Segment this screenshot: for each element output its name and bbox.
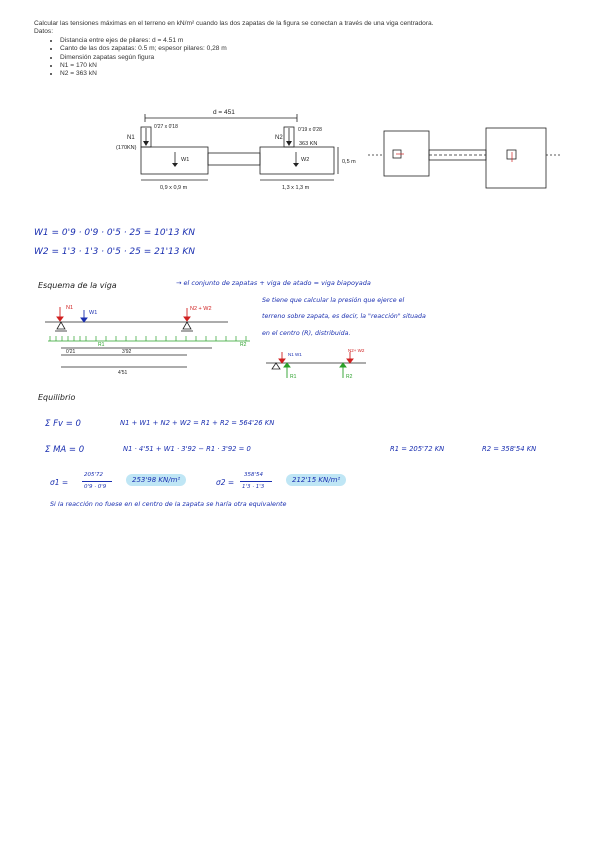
sigma1-fraction-bar bbox=[82, 481, 112, 482]
sigma2-label: σ2 = bbox=[216, 478, 235, 487]
small-n2w2-label: N2+ W2 bbox=[348, 348, 365, 353]
footing1-dim: 0,9 x 0,9 m bbox=[160, 185, 188, 191]
sigma1-numerator: 205'72 bbox=[84, 472, 104, 478]
w2-equation: W2 = 1'3 · 1'3 · 0'5 · 25 = 21'13 KN bbox=[34, 247, 196, 257]
beam-n2w2-label: N2 + W2 bbox=[190, 306, 212, 312]
sum-fv-label: Σ Fv = 0 bbox=[45, 419, 81, 429]
small-r2-label: R2 bbox=[346, 374, 353, 380]
datos-item: N2 = 363 kN bbox=[60, 70, 574, 78]
datos-item: Dimensión zapatas según figura bbox=[60, 54, 574, 62]
n2-value: 363 KN bbox=[299, 141, 317, 147]
sigma1-label: σ1 = bbox=[50, 478, 69, 487]
sum-fv-equation: N1 + W1 + N2 + W2 = R1 + R2 = 564'26 KN bbox=[120, 419, 275, 427]
sigma1-result: 253'98 KN/m² bbox=[126, 474, 187, 486]
beam-r1-label: R1 bbox=[98, 342, 105, 348]
dim-left-top: 0'27 x 0'18 bbox=[154, 124, 178, 130]
beam-r2-label: R2 bbox=[240, 342, 247, 348]
sigma2-result: 212'15 KN/m² bbox=[286, 474, 347, 486]
beam-dim1-label: 0'21 bbox=[66, 349, 76, 355]
sigma1-denominator: 0'9 · 0'9 bbox=[84, 484, 107, 490]
datos-item: N1 = 170 kN bbox=[60, 62, 574, 70]
note-line-3: en el centro (R), distribuida. bbox=[262, 330, 351, 337]
small-n1w1-label: N1 W1 bbox=[288, 352, 302, 357]
sigma2-fraction-bar bbox=[240, 481, 272, 482]
datos-label: Datos: bbox=[34, 28, 54, 36]
n2-label: N2 bbox=[275, 135, 283, 141]
datos-item: Distancia entre ejes de pilares: d = 4.5… bbox=[60, 37, 574, 45]
r1-result: R1 = 205'72 KN bbox=[390, 445, 445, 453]
statement-intro: Calcular las tensiones máximas en el ter… bbox=[34, 20, 434, 27]
equilibrio-title: Equilibrio bbox=[38, 393, 76, 402]
note-line-2: terreno sobre zapata, es decir, la "reac… bbox=[262, 313, 426, 320]
beam-dim2-label: 3'92 bbox=[122, 349, 132, 355]
sigma2-numerator: 358'54 bbox=[244, 472, 264, 478]
problem-statement: Calcular las tensiones máximas en el ter… bbox=[34, 20, 574, 79]
beam-n1-label: N1 bbox=[66, 305, 73, 311]
w1-equation: W1 = 0'9 · 0'9 · 0'5 · 25 = 10'13 KN bbox=[34, 228, 196, 238]
d-label: d = 451 bbox=[213, 109, 235, 116]
canto-label: 0,5 m bbox=[342, 159, 356, 165]
small-r1-label: R1 bbox=[290, 374, 297, 380]
esquema-title: Esquema de la viga bbox=[38, 281, 117, 290]
w1-label: W1 bbox=[181, 157, 189, 163]
n1-value: (170KN) bbox=[116, 145, 137, 151]
final-note: Si la reacción no fuese en el centro de … bbox=[50, 500, 287, 508]
dim-right-top: 0'19 x 0'28 bbox=[298, 127, 322, 133]
w2-label: W2 bbox=[301, 157, 309, 163]
esquema-description: → el conjunto de zapatas + viga de atado… bbox=[176, 279, 371, 287]
note-line-1: Se tiene que calcular la presión que eje… bbox=[262, 297, 405, 304]
footing2-dim: 1,3 x 1,3 m bbox=[282, 185, 310, 191]
sum-ma-label: Σ MA = 0 bbox=[45, 445, 85, 455]
sigma2-denominator: 1'3 · 1'3 bbox=[242, 484, 265, 490]
sum-ma-equation: N1 · 4'51 + W1 · 3'92 − R1 · 3'92 = 0 bbox=[123, 445, 251, 453]
beam-total-label: 4'51 bbox=[118, 370, 128, 376]
n1-label: N1 bbox=[127, 135, 135, 141]
datos-list: Distancia entre ejes de pilares: d = 4.5… bbox=[34, 37, 574, 79]
r2-result: R2 = 358'54 KN bbox=[482, 445, 537, 453]
beam-w1-label: W1 bbox=[89, 310, 97, 316]
datos-item: Canto de las dos zapatas: 0.5 m; espesor… bbox=[60, 45, 574, 53]
